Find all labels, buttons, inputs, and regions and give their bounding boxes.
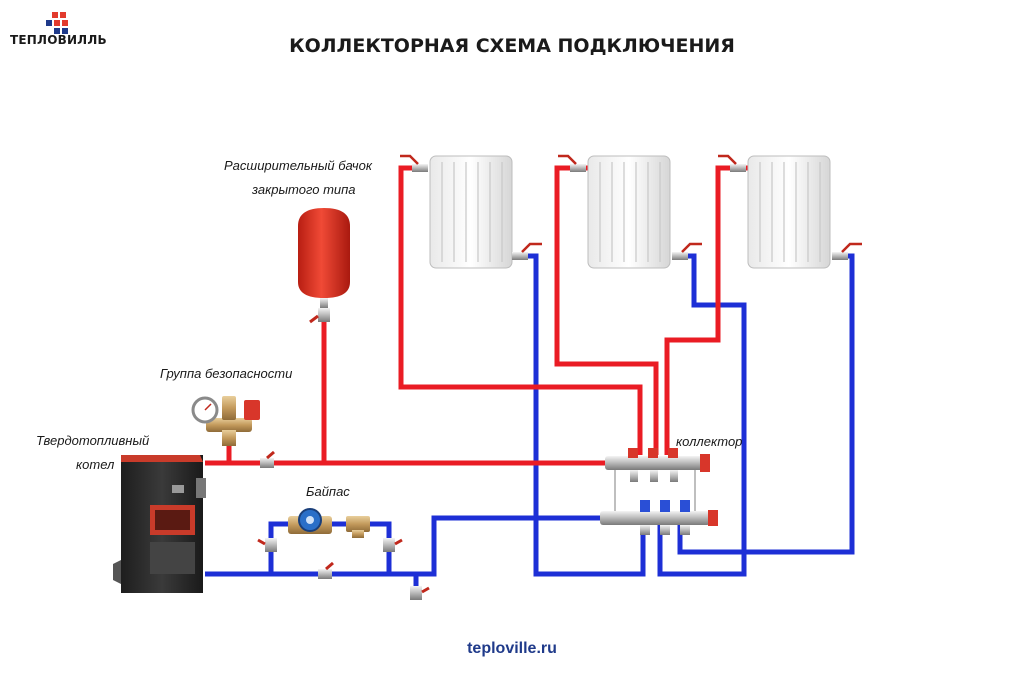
brand-name: ТЕПЛОВИЛЛЬ xyxy=(10,33,107,47)
radiator-1 xyxy=(429,155,513,269)
valve-icon xyxy=(410,586,430,600)
bypass-valves xyxy=(257,450,430,600)
radiator-valves xyxy=(400,154,862,260)
return-pipes xyxy=(205,253,855,598)
return-pipe-radiator-3 xyxy=(677,253,855,555)
bypass-filter xyxy=(346,516,370,538)
valve-icon xyxy=(718,154,746,172)
supply-pipe-radiator-3 xyxy=(664,165,748,455)
footer-url: teploville.ru xyxy=(467,640,557,657)
page-title: КОЛЛЕКТОРНАЯ СХЕМА ПОДКЛЮЧЕНИЯ xyxy=(289,35,735,57)
label-collector: коллектор xyxy=(676,434,743,449)
return-collector xyxy=(600,500,718,535)
valve-icon xyxy=(318,561,334,579)
label-expansion-tank-line1: Расширительный бачок xyxy=(224,158,373,173)
valve-icon xyxy=(383,538,403,552)
label-expansion-tank-line2: закрытого типа xyxy=(252,182,356,197)
radiator-2 xyxy=(587,155,671,269)
radiator-3 xyxy=(747,155,831,269)
label-safety-group: Группа безопасности xyxy=(160,366,293,381)
expansion-tank xyxy=(298,208,350,324)
valve-icon xyxy=(558,154,586,172)
supply-collector xyxy=(605,448,710,482)
label-bypass: Байпас xyxy=(306,484,350,499)
circulation-pump xyxy=(288,508,332,534)
valve-icon xyxy=(832,242,862,260)
return-pipe-radiator-1 xyxy=(515,253,646,577)
valve-icon xyxy=(672,242,702,260)
collector-brackets xyxy=(614,470,696,511)
label-boiler-line2: котел xyxy=(76,457,115,472)
label-boiler-line1: Твердотопливный xyxy=(36,433,150,448)
valve-icon xyxy=(512,242,542,260)
valve-icon xyxy=(257,538,277,552)
boiler xyxy=(113,455,206,593)
return-pipe-radiator-2 xyxy=(657,253,747,577)
supply-pipe-radiator-1 xyxy=(398,165,643,455)
valve-icon xyxy=(400,154,428,172)
safety-group xyxy=(191,396,260,446)
brand-logo-icon xyxy=(46,12,68,34)
valve-icon xyxy=(260,450,275,468)
return-pipe-main xyxy=(205,515,600,577)
supply-pipe-radiator-2 xyxy=(554,165,659,455)
